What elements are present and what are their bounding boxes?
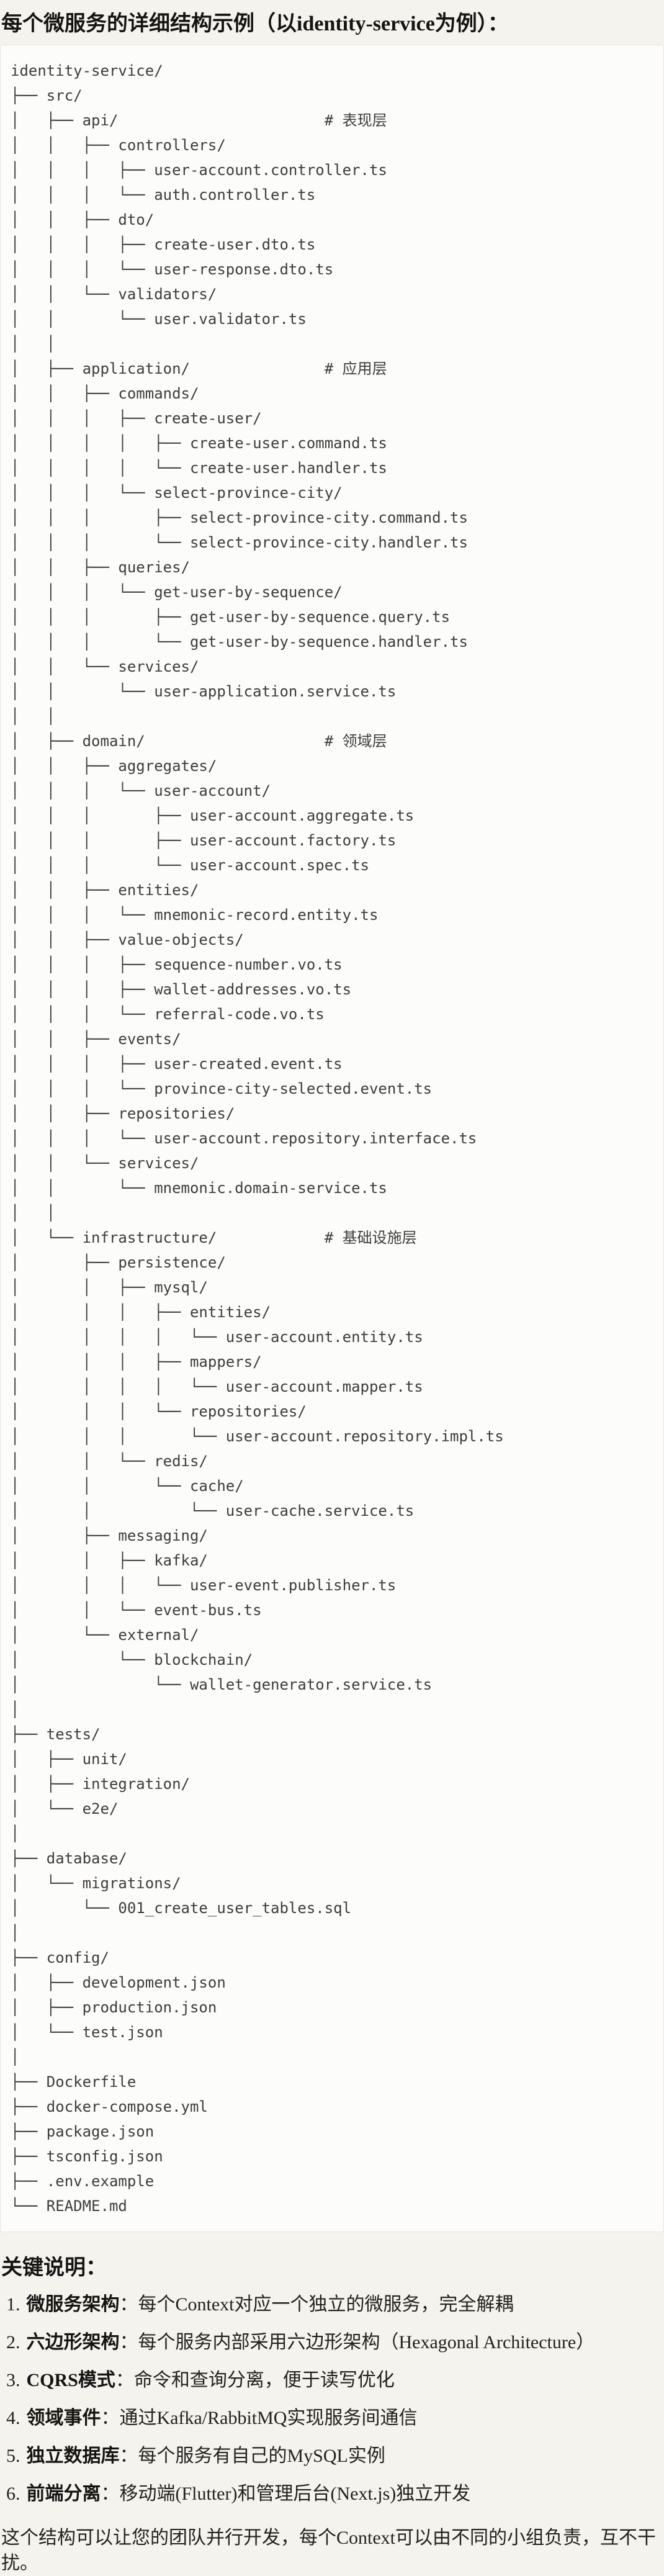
footer-paragraph: 这个结构可以让您的团队并行开发，每个Context可以由不同的小组负责，互不干扰…	[1, 2528, 656, 2574]
item-label: 前端分离	[26, 2484, 101, 2504]
item-label: 领域事件	[26, 2408, 101, 2428]
item-number: 6.	[6, 2484, 20, 2504]
item-label: CQRS模式	[26, 2370, 115, 2390]
item-label: 独立数据库	[26, 2446, 120, 2466]
item-label: 六边形架构	[26, 2332, 120, 2353]
item-number: 1.	[6, 2294, 20, 2315]
list-item: 4. 领域事件：通过Kafka/RabbitMQ实现服务间通信	[6, 2405, 664, 2431]
item-text: ：每个服务有自己的MySQL实例	[119, 2446, 385, 2466]
item-label: 微服务架构	[26, 2294, 120, 2315]
directory-tree: identity-service/ ├── src/ │ ├── api/ # …	[11, 62, 504, 2215]
list-item: 1. 微服务架构：每个Context对应一个独立的微服务，完全解耦	[6, 2292, 664, 2317]
page-title: 每个微服务的详细结构示例（以identity-service为例）：	[1, 12, 509, 35]
code-block: identity-service/ ├── src/ │ ├── api/ # …	[0, 45, 664, 2232]
item-text: ：每个服务内部采用六边形架构（Hexagonal Architecture）	[119, 2332, 595, 2353]
list-item: 5. 独立数据库：每个服务有自己的MySQL实例	[6, 2443, 664, 2469]
item-number: 3.	[6, 2370, 20, 2390]
notes-heading: 关键说明：	[1, 2256, 107, 2279]
item-text: ：通过Kafka/RabbitMQ实现服务间通信	[101, 2408, 418, 2428]
list-item: 2. 六边形架构：每个服务内部采用六边形架构（Hexagonal Architec…	[6, 2330, 664, 2355]
item-text: ：移动端(Flutter)和管理后台(Next.js)独立开发	[101, 2484, 471, 2504]
item-number: 5.	[6, 2446, 20, 2466]
list-item: 6. 前端分离：移动端(Flutter)和管理后台(Next.js)独立开发	[6, 2481, 664, 2506]
item-number: 2.	[6, 2332, 20, 2353]
item-text: ：每个Context对应一个独立的微服务，完全解耦	[119, 2294, 514, 2315]
item-text: ：命令和查询分离，便于读写优化	[115, 2370, 395, 2390]
list-item: 3. CQRS模式：命令和查询分离，便于读写优化	[6, 2367, 664, 2393]
item-number: 4.	[6, 2408, 20, 2428]
